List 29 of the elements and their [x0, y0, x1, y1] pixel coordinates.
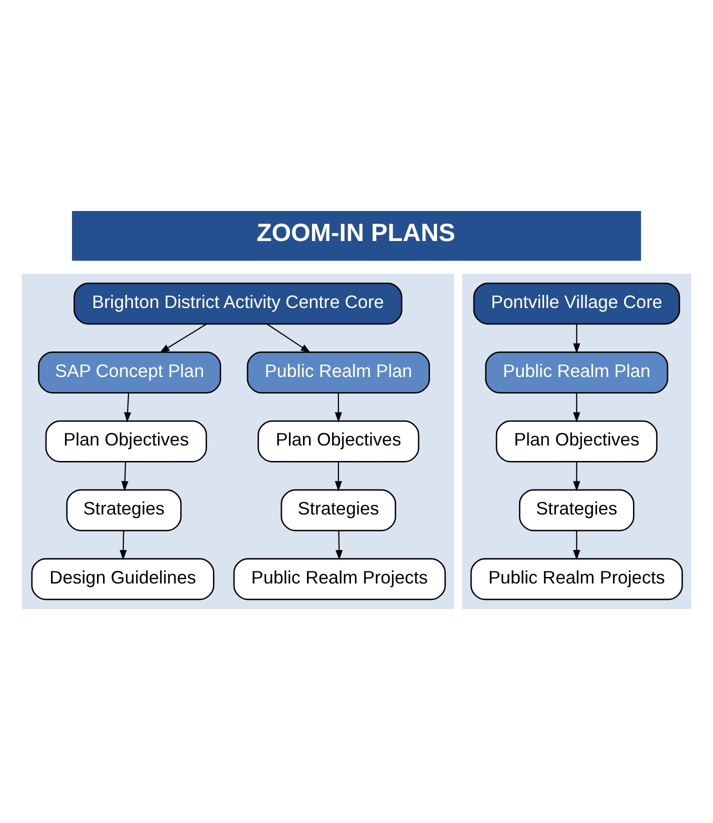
node-box: Pontville Village Core	[473, 282, 680, 324]
node-box: Strategies	[280, 488, 396, 531]
node-box: Plan Objectives	[258, 420, 420, 462]
node-box: Brighton District Activity Centre Core	[74, 282, 402, 324]
node-box: Plan Objectives	[45, 420, 208, 462]
node-box: Public Realm Projects	[233, 558, 446, 600]
cluster	[22, 273, 454, 609]
node-box: Design Guidelines	[31, 558, 214, 600]
arrow	[573, 324, 580, 354]
arrow	[159, 323, 207, 353]
node-box: Strategies	[66, 488, 182, 531]
diagram-title: ZOOM-IN PLANS	[256, 220, 456, 247]
arrow	[334, 392, 342, 422]
node-box: Strategies	[518, 488, 634, 531]
arrow	[573, 530, 580, 560]
node-box: Public Realm Plan	[485, 350, 668, 393]
node-box: Public Realm Plan	[246, 350, 430, 393]
node-box: SAP Concept Plan	[38, 350, 222, 393]
arrow	[334, 461, 342, 491]
node-box: Public Realm Projects	[470, 558, 683, 600]
arrow	[573, 392, 580, 422]
arrow	[120, 530, 127, 560]
arrow	[573, 461, 580, 491]
cluster	[462, 273, 692, 609]
node-box: Plan Objectives	[496, 420, 658, 462]
arrow	[266, 323, 311, 353]
arrow	[121, 461, 128, 491]
arrow	[336, 530, 343, 560]
arrow	[124, 392, 132, 422]
